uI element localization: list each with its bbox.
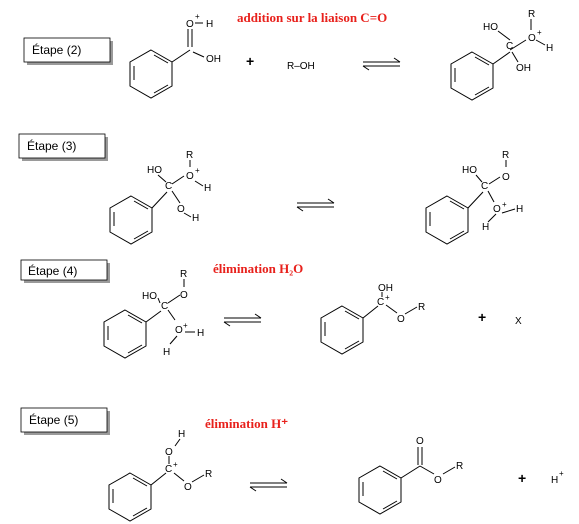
step-2-label: Étape (2) [32, 42, 81, 57]
svg-text:+: + [173, 460, 178, 469]
equilibrium-arrow [362, 57, 401, 71]
molecule-protonated-acid: O + H OH [129, 12, 221, 99]
svg-text:HO: HO [483, 22, 498, 33]
product-x: X [515, 316, 522, 327]
svg-text:+: + [195, 12, 200, 21]
svg-text:H: H [192, 213, 199, 224]
svg-text:R: R [528, 9, 535, 20]
step-3-label: Étape (3) [27, 138, 76, 153]
svg-text:H: H [178, 429, 185, 440]
step-5-note: élimination H⁺ [205, 416, 288, 431]
svg-text:C: C [481, 181, 488, 192]
svg-text:O: O [434, 475, 442, 486]
svg-text:R: R [456, 461, 463, 472]
svg-text:O: O [502, 172, 510, 183]
molecule-tetrahedral-4: C HO O R O + H H [103, 269, 204, 359]
alcohol-r-oh: R–OH [287, 61, 315, 72]
svg-text:H: H [163, 347, 170, 358]
plus-sign-4: + [478, 309, 486, 325]
svg-text:H: H [197, 328, 204, 339]
svg-text:+: + [537, 28, 542, 37]
svg-text:R: R [205, 469, 212, 480]
svg-text:H: H [546, 43, 553, 54]
step-3-box: Étape (3) [18, 133, 108, 161]
step-5-box: Étape (5) [20, 407, 110, 435]
svg-text:C: C [165, 181, 172, 192]
svg-text:O: O [186, 19, 194, 30]
svg-text:O: O [186, 171, 194, 182]
step-2-box: Étape (2) [23, 37, 113, 65]
svg-text:O: O [493, 204, 501, 215]
svg-text:R: R [418, 302, 425, 313]
molecule-protonated-ester: H O C + O R [108, 429, 212, 522]
svg-text:OH: OH [206, 54, 221, 65]
svg-text:HO: HO [142, 291, 157, 302]
step-4-note: élimination H₂O [213, 261, 303, 276]
svg-text:H: H [551, 475, 558, 486]
svg-text:H: H [204, 183, 211, 194]
svg-text:R: R [180, 269, 187, 280]
svg-text:+: + [502, 200, 507, 209]
equilibrium-arrow-3 [296, 198, 335, 212]
svg-text:O: O [180, 290, 188, 301]
equilibrium-arrow-5 [249, 478, 288, 492]
step-4-box: Étape (4) [20, 259, 110, 283]
plus-sign: + [246, 53, 254, 69]
molecule-tetrahedral-1: C HO O + R H OH [450, 9, 553, 101]
svg-text:OH: OH [516, 63, 531, 74]
svg-text:O: O [165, 447, 173, 458]
svg-text:O: O [177, 204, 185, 215]
svg-text:C: C [377, 297, 384, 308]
svg-text:R: R [502, 150, 509, 161]
svg-text:+: + [559, 469, 564, 478]
svg-text:C: C [165, 464, 172, 475]
svg-text:H: H [482, 222, 489, 233]
step-4-label: Étape (4) [28, 263, 77, 278]
svg-text:O: O [528, 33, 536, 44]
svg-text:H: H [516, 204, 523, 215]
equilibrium-arrow-4 [223, 313, 262, 327]
svg-text:+: + [183, 321, 188, 330]
svg-text:+: + [195, 166, 200, 175]
svg-text:HO: HO [462, 165, 477, 176]
plus-sign-5: + [518, 470, 526, 486]
svg-text:O: O [175, 325, 183, 336]
molecule-tetrahedral-3: C HO O R O + H H [425, 150, 523, 245]
svg-text:C: C [161, 301, 168, 312]
svg-text:HO: HO [147, 165, 162, 176]
step-5-label: Étape (5) [29, 412, 78, 427]
svg-text:C: C [506, 41, 513, 52]
svg-text:O: O [184, 482, 192, 493]
molecule-oxocarbenium: OH C + O R [320, 283, 425, 355]
molecule-tetrahedral-2: C HO O + R H O H [109, 150, 211, 245]
svg-text:O: O [416, 436, 424, 447]
step-2-note: addition sur la liaison C=O [237, 10, 387, 25]
svg-text:+: + [385, 293, 390, 302]
svg-text:H: H [206, 19, 213, 30]
svg-text:OH: OH [378, 283, 393, 294]
molecule-ester: O O R [358, 436, 463, 515]
svg-text:O: O [397, 314, 405, 325]
svg-text:R: R [186, 150, 193, 161]
proton: H + [551, 469, 564, 486]
